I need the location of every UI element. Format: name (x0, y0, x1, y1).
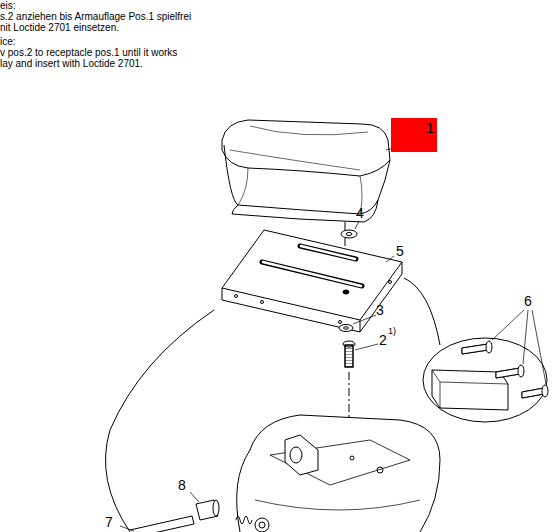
callout-number: 6 (524, 294, 532, 308)
callout-number: 8 (178, 478, 186, 492)
note-text: s.2 anziehen bis Armauflage Pos.1 spielf… (0, 12, 191, 22)
callout-number: 5 (396, 244, 404, 258)
footnote-mark: 1) (388, 327, 396, 336)
callout-number: 2 (379, 333, 387, 347)
note-text: eis: (0, 1, 16, 11)
callout-number: 4 (356, 206, 364, 220)
note-text: ice: (0, 37, 16, 47)
note-text: lay and insert with Loctide 2701. (0, 59, 143, 69)
callout-number: 7 (105, 515, 113, 529)
highlight-marker: 1 (391, 118, 437, 152)
callout-number: 3 (376, 303, 384, 317)
note-text: nit Loctide 2701 einsetzen. (0, 23, 119, 33)
callout-number: 1 (426, 121, 434, 135)
note-text: v pos.2 to receptacle pos.1 until it wor… (0, 48, 177, 58)
